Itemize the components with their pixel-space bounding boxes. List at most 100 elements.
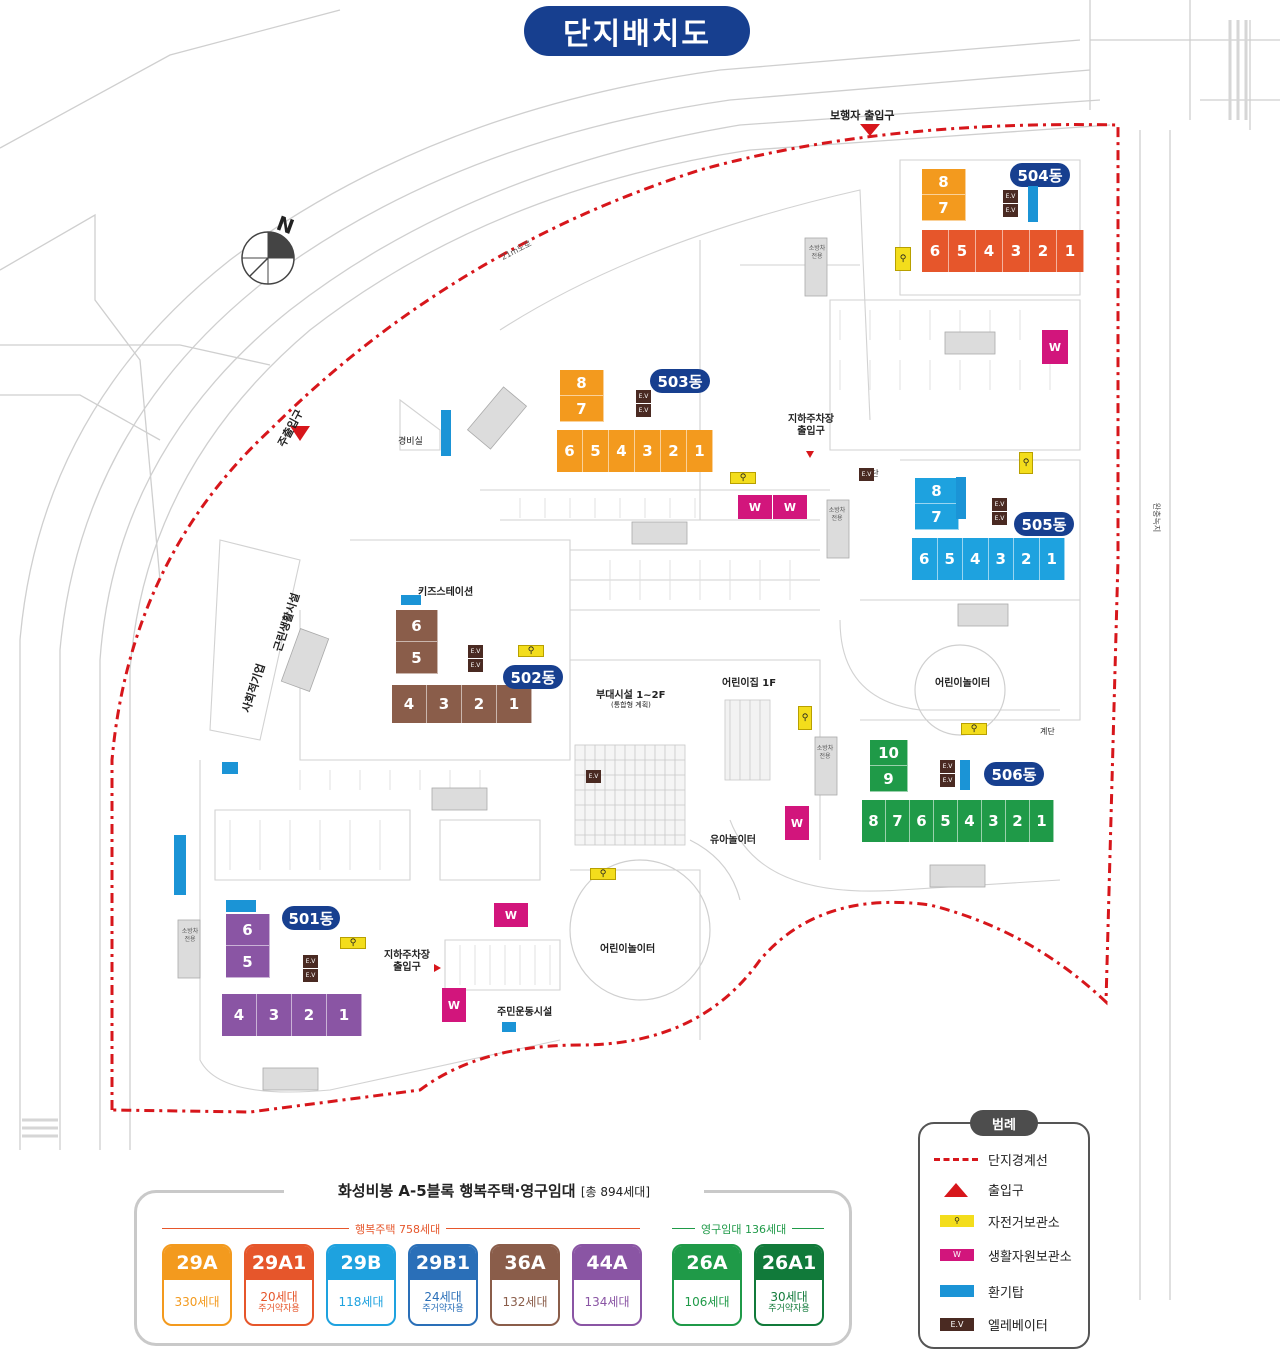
- recycling-storage-marker: W: [785, 806, 809, 840]
- entrance-triangle-icon: [944, 1183, 968, 1197]
- unit-type-name: 29B: [328, 1246, 394, 1280]
- unit-b505-r5: 1: [1039, 538, 1065, 580]
- unit-count-text: 118세대: [338, 1295, 384, 1309]
- unit-type-count: 106세대: [674, 1280, 740, 1324]
- unit-b506-r5: 3: [982, 800, 1006, 842]
- ventilation-tower-marker: [960, 760, 970, 790]
- unit-b506-t1: 9: [870, 766, 908, 792]
- summary-title-text: 화성비봉 A-5블록 행복주택·영구임대: [337, 1182, 576, 1200]
- ventilation-tower-marker: [174, 835, 186, 895]
- recycling-storage-marker: W: [494, 903, 528, 927]
- unit-b505-r0: 6: [912, 538, 938, 580]
- elevator-marker: E.V: [859, 468, 874, 481]
- compass-icon: [241, 231, 295, 285]
- elevator-marker: E.V: [992, 498, 1007, 511]
- legend-symbol-2: ⚲: [934, 1210, 978, 1232]
- bicycle-icon: ⚲: [961, 723, 987, 735]
- legend-label-2: 자전거보관소: [988, 1215, 1060, 1231]
- kids-playground-label-1: 어린이놀이터: [935, 678, 991, 689]
- fire-lane-marks: [177, 237, 1009, 1091]
- building-label-b506: 506동: [984, 762, 1044, 786]
- unit-b502-r0: 4: [392, 685, 427, 723]
- unit-b506-r1: 7: [886, 800, 910, 842]
- unit-note-text: 주거약자용: [258, 1303, 300, 1314]
- summary-total-text: [총 894세대]: [580, 1185, 651, 1199]
- elevator-marker: E.V: [586, 770, 601, 783]
- ventilation-tower-marker: [401, 595, 421, 605]
- elevator-marker: E.V: [940, 774, 955, 787]
- ventilation-tower-marker: [441, 410, 451, 456]
- unit-b503-r0: 6: [557, 430, 583, 472]
- unit-b504-r0: 6: [922, 230, 949, 272]
- unit-summary-title: 화성비봉 A-5블록 행복주택·영구임대 [총 894세대]: [284, 1180, 704, 1201]
- recycling-storage-icon: W: [940, 1249, 974, 1261]
- parking-entrance-label-2: 지하주차장 출입구: [384, 950, 430, 973]
- right-road-label: 완충녹지: [1152, 502, 1162, 533]
- ventilation-tower-icon: [940, 1285, 974, 1297]
- unit-b502-r3: 1: [497, 685, 532, 723]
- unit-b503-r1: 5: [583, 430, 609, 472]
- annex-label: 부대시설 1~2F: [596, 690, 666, 701]
- unit-type-count: 132세대: [492, 1280, 558, 1324]
- fire-lane-label: 소방차 전용: [181, 928, 199, 943]
- legend-symbol-4: [934, 1280, 978, 1302]
- parking-entrance-marker-2: [434, 964, 441, 972]
- unit-b502-t0: 6: [396, 610, 438, 642]
- bicycle-icon: ⚲: [940, 1215, 974, 1227]
- elevator-marker: E.V: [992, 512, 1007, 525]
- legend-item-1: 출입구: [934, 1178, 1084, 1200]
- pedestrian-entrance-marker: [860, 124, 880, 136]
- unit-type-name: 29B1: [410, 1246, 476, 1280]
- legend-label-1: 출입구: [988, 1183, 1024, 1199]
- happy-group-label: 행복주택 758세대: [349, 1221, 447, 1237]
- legend-label-3: 생활자원보관소: [988, 1249, 1072, 1265]
- unit-b503-r5: 1: [687, 430, 713, 472]
- permanent-group-label: 영구임대 136세대: [695, 1221, 793, 1237]
- legend-symbol-1: [934, 1178, 978, 1200]
- unit-type-name: 36A: [492, 1246, 558, 1280]
- recycling-storage-marker: W: [442, 988, 466, 1022]
- unit-b501-r0: 4: [222, 994, 257, 1036]
- legend-symbol-3: W: [934, 1244, 978, 1266]
- unit-type-count: 118세대: [328, 1280, 394, 1324]
- elevator-marker: E.V: [1003, 190, 1018, 203]
- parking-entrance-label-1: 지하주차장 출입구: [788, 414, 834, 437]
- unit-note-text: 주거약자용: [422, 1303, 464, 1314]
- main-entrance-marker: [290, 426, 310, 441]
- unit-type-name: 29A: [164, 1246, 230, 1280]
- fire-lane-label: 소방차 전용: [828, 507, 846, 522]
- fitness-label: 주민운동시설: [497, 1007, 553, 1018]
- unit-b501-t0: 6: [226, 914, 270, 946]
- bicycle-icon: ⚲: [1019, 452, 1033, 474]
- unit-b506-r2: 6: [910, 800, 934, 842]
- legend-item-2: ⚲ 자전거보관소: [934, 1210, 1084, 1232]
- unit-type-name: 26A1: [756, 1246, 822, 1280]
- elevator-marker: E.V: [636, 390, 651, 403]
- building-label-b501: 501동: [282, 906, 340, 930]
- legend-label-5: 엘레베이터: [988, 1318, 1048, 1334]
- legend-item-5: E.V 엘레베이터: [934, 1313, 1084, 1335]
- elevator-marker: E.V: [468, 645, 483, 658]
- site-internal-lines: [199, 159, 1081, 1093]
- toddler-playground-label: 유아놀이터: [710, 835, 756, 846]
- unit-type-count: 330세대: [164, 1280, 230, 1324]
- guard-house-label: 경비실: [398, 437, 423, 447]
- unit-b506-r6: 2: [1006, 800, 1030, 842]
- unit-b505-t0: 8: [915, 478, 959, 504]
- elevator-icon: E.V: [940, 1318, 974, 1331]
- elevator-marker: E.V: [636, 404, 651, 417]
- playground-shapes: [569, 644, 1006, 1001]
- unit-b506-r4: 4: [958, 800, 982, 842]
- unit-b502-r1: 3: [427, 685, 462, 723]
- recycling-storage-marker: W: [773, 495, 807, 519]
- kids-playground-label-2: 어린이놀이터: [600, 944, 656, 955]
- elevator-marker: E.V: [1003, 204, 1018, 217]
- unit-b504-r5: 1: [1057, 230, 1084, 272]
- unit-count-text: 20세대: [260, 1289, 298, 1304]
- unit-b505-r1: 5: [937, 538, 963, 580]
- crosswalks: [22, 20, 1248, 1138]
- elevator-marker: E.V: [303, 969, 318, 982]
